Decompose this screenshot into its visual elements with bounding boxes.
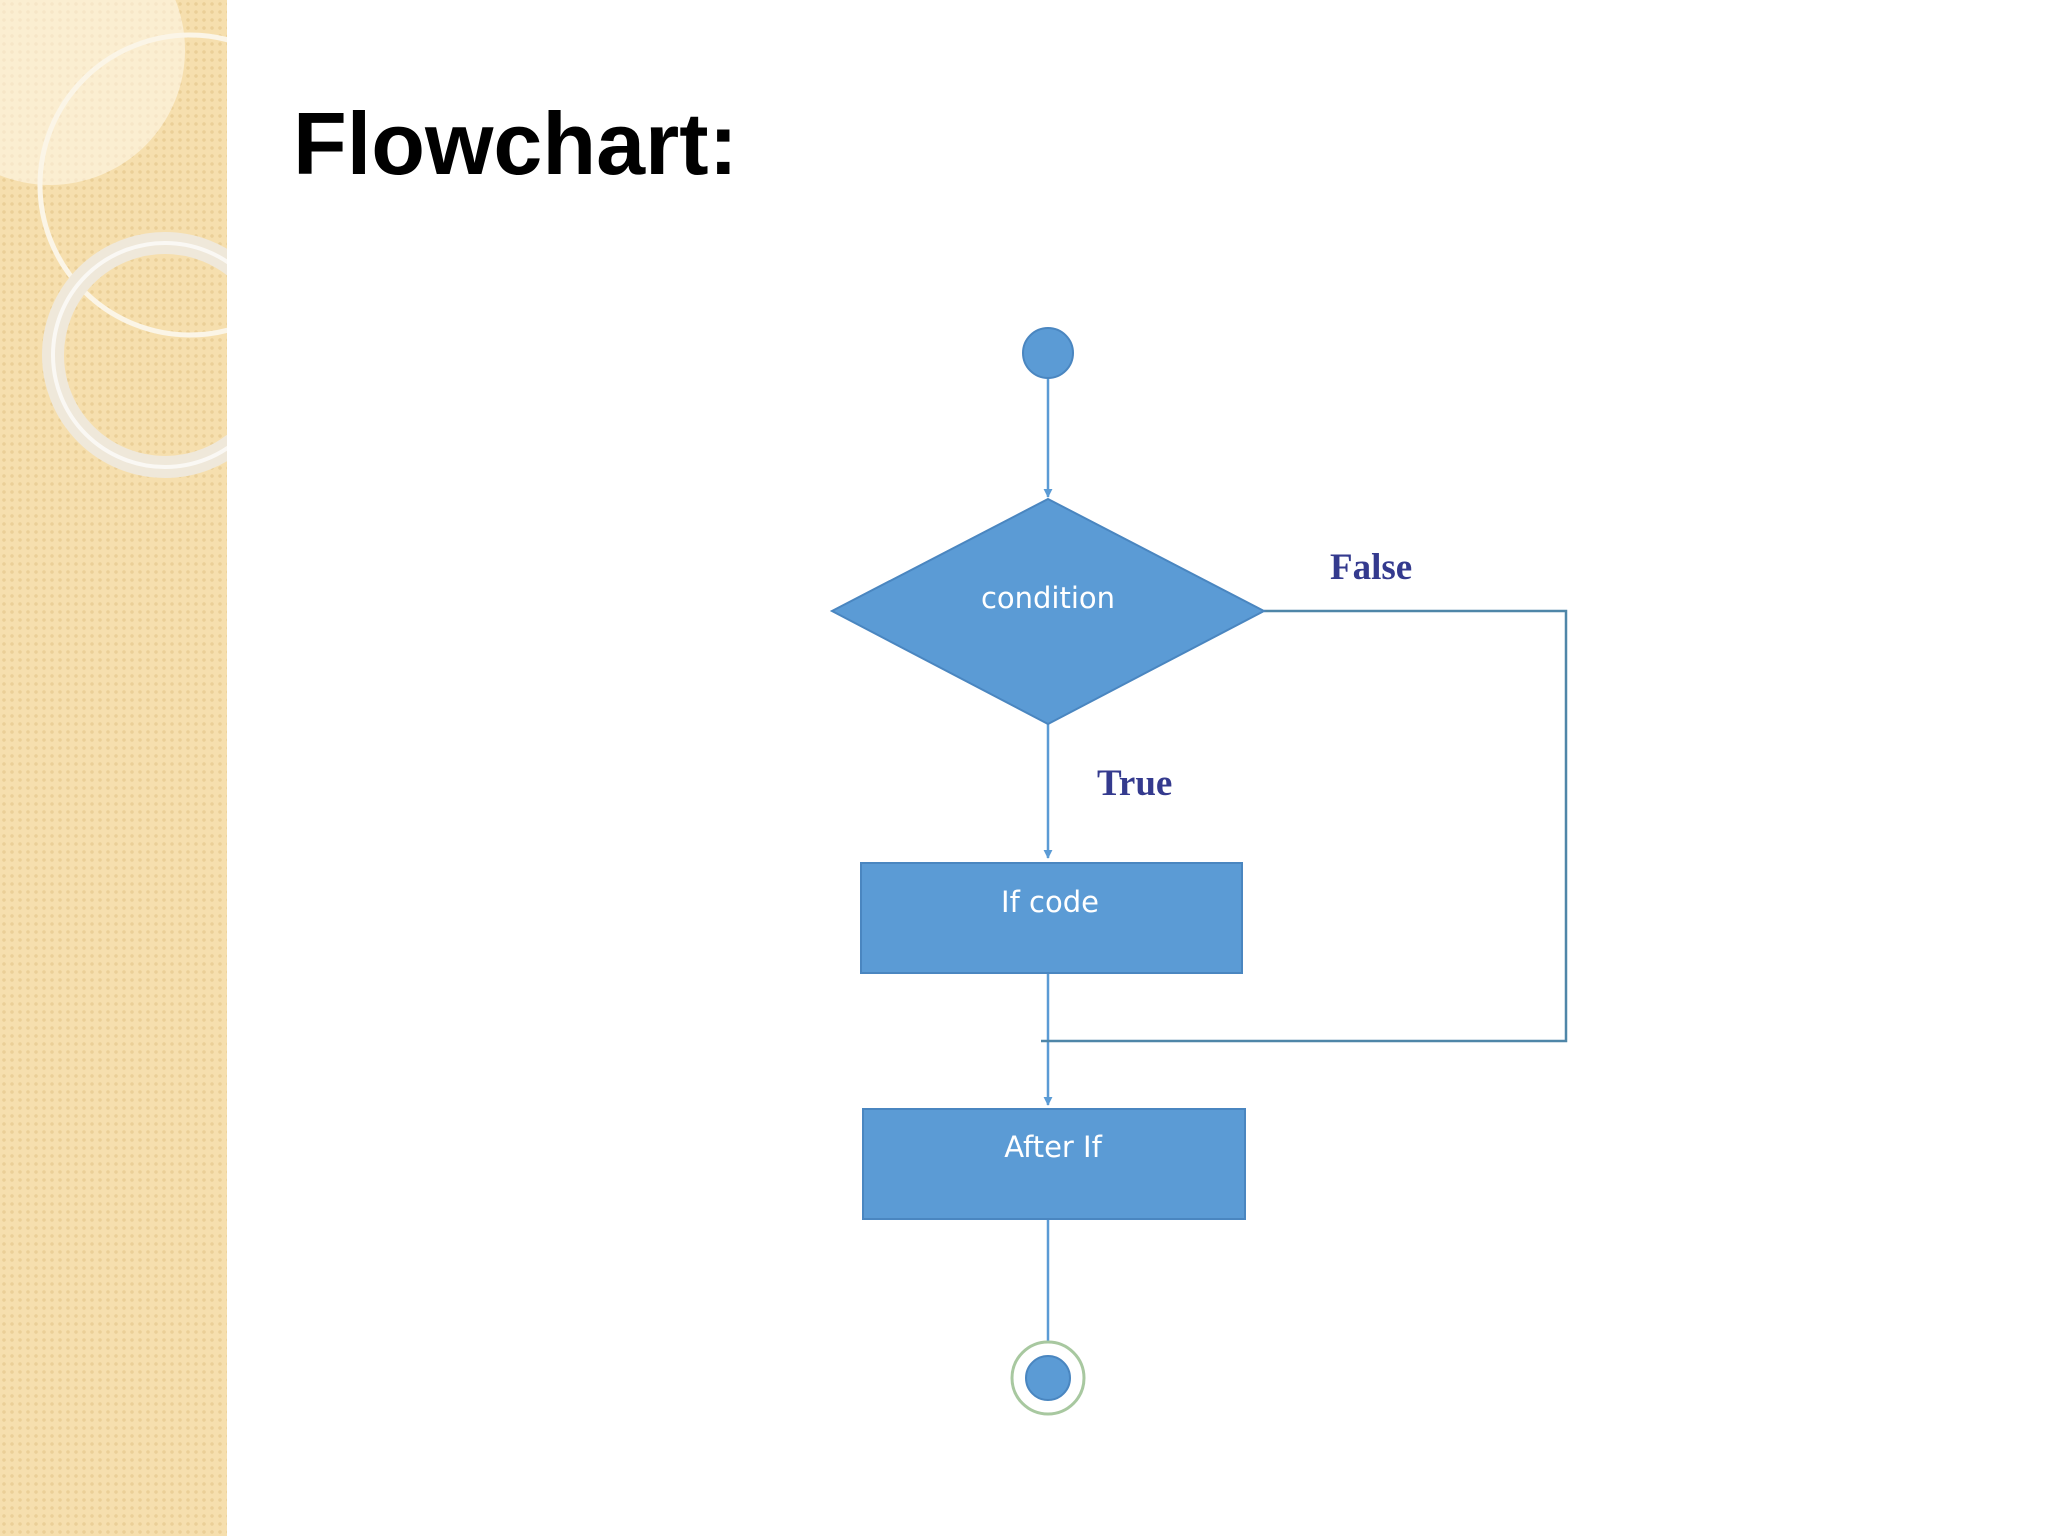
false-branch-label: False [1330, 547, 1412, 588]
after-if-node [862, 1108, 1246, 1220]
if-code-label: If code [1001, 885, 1099, 919]
condition-label: condition [981, 581, 1115, 615]
edge-false-path [1041, 609, 1568, 1043]
after-if-label: After If [1004, 1130, 1102, 1164]
slide-title: Flowchart: [293, 94, 738, 193]
if-code-node [860, 862, 1243, 974]
start-node [1022, 327, 1074, 379]
decorative-side-band [0, 0, 227, 1536]
condition-node [829, 497, 1267, 726]
true-branch-label: True [1097, 763, 1172, 804]
decorative-rings-icon [0, 0, 227, 478]
end-node [1010, 1340, 1086, 1416]
